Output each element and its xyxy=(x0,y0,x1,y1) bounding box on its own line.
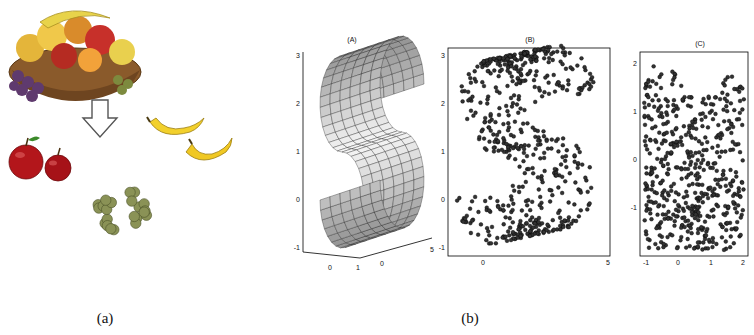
panel-label: (a) xyxy=(97,310,114,327)
tick-label: 0 xyxy=(328,264,332,272)
tick-label: 1 xyxy=(296,148,300,156)
tick-label: 0 xyxy=(296,196,300,204)
tick-label: 5 xyxy=(430,246,434,254)
grapes xyxy=(93,187,152,235)
plot-title: (C) xyxy=(695,40,705,48)
panel-label: (b) xyxy=(461,310,479,327)
bananas xyxy=(147,117,232,160)
s-curve-surface xyxy=(303,36,432,258)
tick-label: 2 xyxy=(633,60,637,68)
down-arrow xyxy=(83,100,117,137)
fruit-basket xyxy=(9,11,141,102)
apples xyxy=(9,136,71,181)
tick-label: 0 xyxy=(633,156,637,164)
tick-label: 0 xyxy=(676,259,680,267)
tick-label: 2 xyxy=(741,259,745,267)
tick-label: 3 xyxy=(296,52,300,60)
tick-label: 0 xyxy=(380,260,384,268)
tick-label: 3 xyxy=(441,52,445,60)
tick-label: 0 xyxy=(441,196,445,204)
tick-label: -1 xyxy=(631,204,637,212)
tick-label: 1 xyxy=(441,148,445,156)
plot-title: (A) xyxy=(347,36,356,44)
tick-label: 1 xyxy=(633,108,637,116)
tick-label: 1 xyxy=(709,259,713,267)
tick-label: 2 xyxy=(296,100,300,108)
tick-label: -1 xyxy=(294,244,300,252)
tick-label: 2 xyxy=(441,100,445,108)
tick-label: -1 xyxy=(439,244,445,252)
tick-label: 5 xyxy=(606,259,610,267)
tick-label: -1 xyxy=(643,259,649,267)
s-curve-scatter xyxy=(448,44,610,256)
unrolled-scatter xyxy=(640,52,748,256)
plot-title: (B) xyxy=(525,36,534,44)
tick-label: 1 xyxy=(356,264,360,272)
tick-label: 0 xyxy=(481,259,485,267)
